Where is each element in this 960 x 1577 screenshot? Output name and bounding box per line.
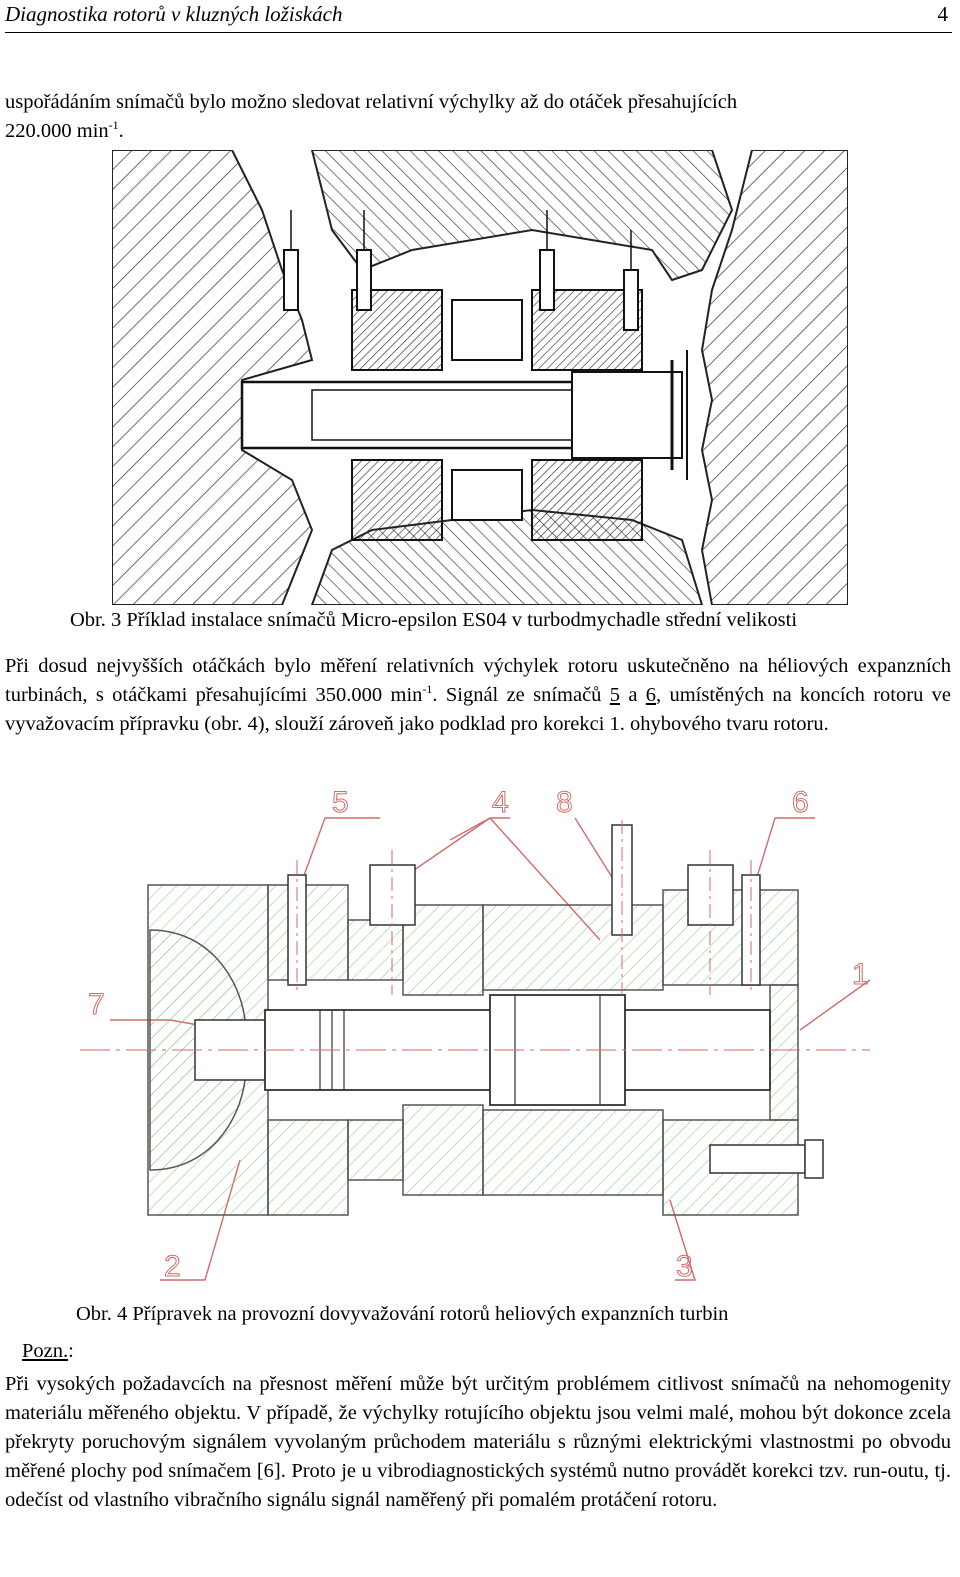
paragraph-text: . Signál ze snímačů xyxy=(432,684,610,706)
figure-3-turbocharger-drawing xyxy=(112,150,848,605)
paragraph-intro-line2: 220.000 min-1. xyxy=(5,117,951,146)
fig4-label-6: 6 xyxy=(792,786,809,819)
paragraph-helium-turbines: Při dosud nejvyšších otáčkách bylo měřen… xyxy=(5,652,951,739)
paragraph-note-text: Při vysokých požadavcích na přesnost měř… xyxy=(5,1373,951,1511)
fig4-label-3: 3 xyxy=(676,1250,693,1283)
fig4-label-5: 5 xyxy=(332,786,349,819)
paragraph-intro: uspořádáním snímačů bylo možno sledovat … xyxy=(5,88,951,146)
page-number: 4 xyxy=(937,2,949,26)
paragraph-note: Při vysokých požadavcích na přesnost měř… xyxy=(5,1370,951,1515)
paragraph-text: Při dosud nejvyšších otáčkách bylo měřen… xyxy=(5,655,951,706)
sensor-ref-5: 5 xyxy=(609,684,621,706)
fig4-label-2: 2 xyxy=(164,1250,181,1283)
header-title: Diagnostika rotorů v kluzných ložiskách xyxy=(5,2,343,26)
speed-unit-exponent: -1 xyxy=(422,682,433,697)
figure-3-caption: Obr. 3 Příklad instalace snímačů Micro-e… xyxy=(70,609,798,631)
fig4-label-7: 7 xyxy=(88,988,105,1021)
figure-4-balancing-fixture-drawing: 5 4 8 6 7 1 2 3 xyxy=(70,780,870,1300)
paragraph-helium-turbines-text: Při dosud nejvyšších otáčkách bylo měřen… xyxy=(5,652,951,739)
note-label-colon: : xyxy=(68,1340,74,1362)
note-label-text: Pozn. xyxy=(22,1340,69,1362)
page-header: Diagnostika rotorů v kluzných ložiskách … xyxy=(5,0,952,33)
fig4-label-8: 8 xyxy=(556,786,573,819)
fig4-label-1: 1 xyxy=(852,958,869,991)
note-label: Pozn.: xyxy=(22,1340,74,1363)
fig4-label-4: 4 xyxy=(492,786,509,819)
speed-unit-exponent: -1 xyxy=(108,118,119,133)
figure-4-caption: Obr. 4 Přípravek na provozní dovyvažován… xyxy=(76,1303,729,1325)
sentence-end: . xyxy=(118,120,124,142)
paragraph-text: , umístěných na koncích rotoru ve vyvažo… xyxy=(5,684,952,735)
speed-value: 220.000 min xyxy=(5,120,109,142)
paragraph-text: a xyxy=(620,684,646,706)
sensor-ref-6: 6 xyxy=(645,684,657,706)
paragraph-intro-line1: uspořádáním snímačů bylo možno sledovat … xyxy=(5,91,738,113)
